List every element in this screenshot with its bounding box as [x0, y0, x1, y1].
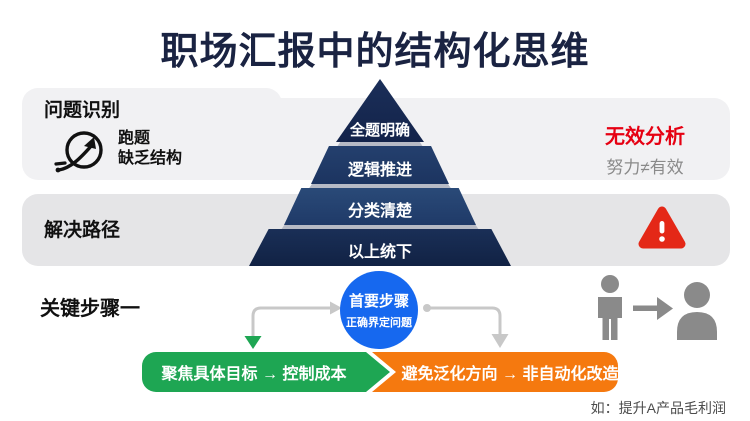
problem-symptoms: 跑题 缺乏结构 — [118, 129, 182, 169]
invalid-analysis-subtitle: 努力≠有效 — [606, 158, 684, 177]
pyramid-level-4 — [249, 229, 511, 266]
key-steps-label: 关键步骤一 — [40, 298, 140, 320]
connector-down-arrowhead-icon — [491, 334, 509, 348]
orange-step-label: 避免泛化方向 → 非自动化改造 — [401, 366, 619, 383]
pyramid-level-2 — [311, 146, 449, 184]
person-bust-icon — [677, 282, 717, 340]
transform-arrow-icon — [633, 297, 673, 320]
primary-step-badge: 首要步骤 正确界定问题 — [340, 271, 418, 349]
pyramid-level-3-label: 分类清楚 — [347, 203, 412, 220]
connector-green-arrowhead-icon — [244, 336, 262, 349]
person-transformation-graphic — [598, 275, 717, 340]
green-step-box: 聚焦具体目标 → 控制成本 — [142, 352, 390, 392]
pyramid-level-3 — [284, 188, 476, 225]
primary-step-title: 首要步骤 — [348, 293, 409, 310]
solution-section-label: 解决路径 — [44, 220, 121, 241]
invalid-analysis-title: 无效分析 — [605, 126, 685, 148]
pyramid-level-1-label: 全题明确 — [349, 122, 410, 139]
problem-section-label: 问题识别 — [44, 100, 121, 121]
green-step-label: 聚焦具体目标 → 控制成本 — [161, 366, 347, 383]
primary-step-subtitle: 正确界定问题 — [346, 317, 412, 329]
pyramid-level-4-label: 以上统下 — [347, 244, 412, 261]
invalid-analysis-block: 无效分析 努力≠有效 — [575, 120, 715, 178]
symptom-line-2: 缺乏结构 — [118, 150, 183, 167]
example-footnote: 如：提升A产品毛利润 — [590, 400, 726, 416]
symptom-line-1: 跑题 — [118, 130, 151, 147]
pyramid-level-2-label: 逻辑推进 — [347, 162, 412, 179]
person-full-body-icon — [598, 275, 622, 340]
page-title: 职场汇报中的结构化思维 — [160, 31, 590, 73]
orange-step-box: 避免泛化方向 → 非自动化改造 — [372, 352, 618, 392]
